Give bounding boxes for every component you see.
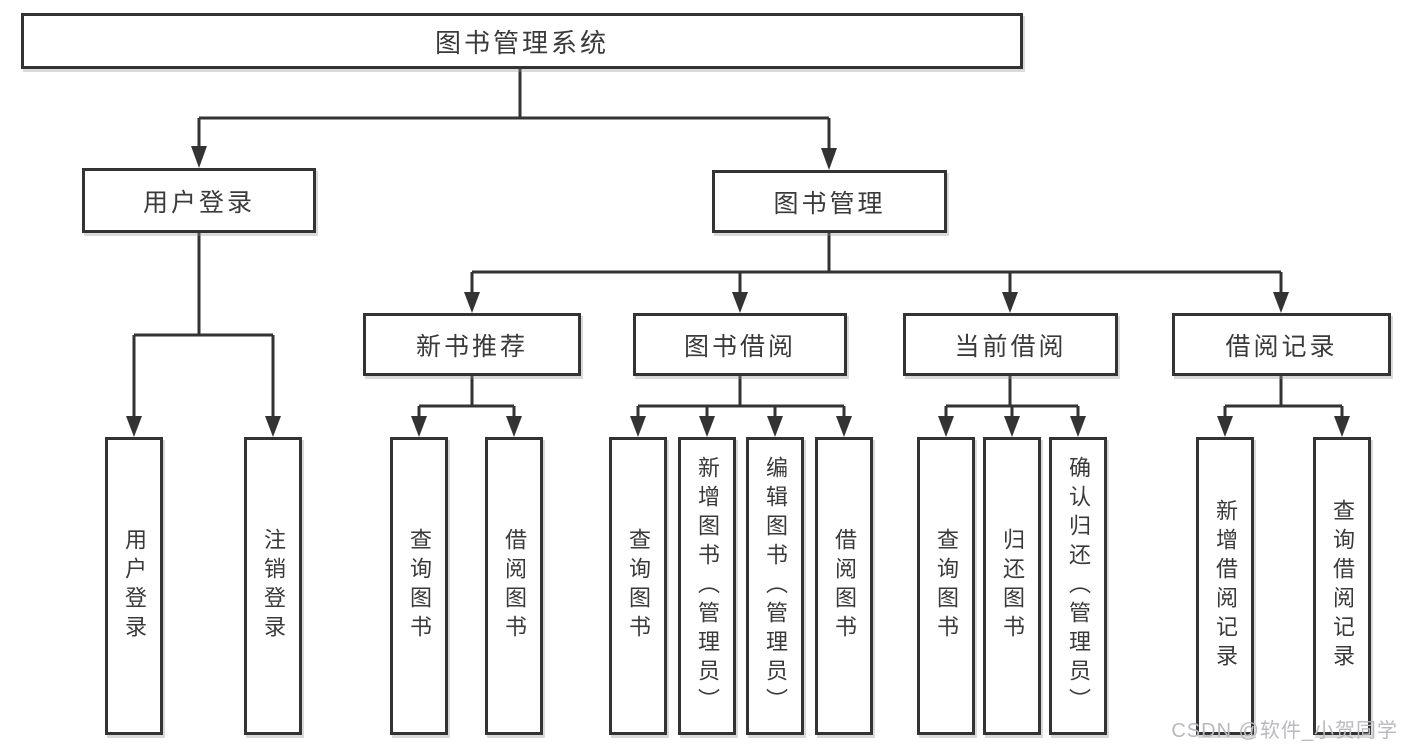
leaf-borrow-books-recommend: 借阅图书 [485, 437, 543, 735]
connector-borrow-records-children [1223, 376, 1344, 416]
leaf-query-books-recommend: 查询图书 [390, 437, 448, 735]
node-user-login: 用户登录 [82, 168, 316, 233]
leaf-label: 确认归还（管理员） [1066, 455, 1091, 717]
connector-user-login-children [132, 233, 275, 416]
csdn-watermark: CSDN @软件_小贺同学 [1171, 720, 1398, 742]
leaf-add-books-admin: 新增图书（管理员） [678, 437, 736, 735]
leaf-label: 借阅图书 [502, 528, 527, 644]
leaf-label: 新增图书（管理员） [695, 455, 720, 717]
node-book-management: 图书管理 [712, 170, 947, 233]
node-new-book-recommend: 新书推荐 [363, 313, 581, 376]
leaf-label: 注销登录 [261, 528, 286, 644]
node-current-borrow: 当前借阅 [903, 313, 1118, 376]
node-book-borrow: 图书借阅 [633, 313, 847, 376]
leaf-label: 新增借阅记录 [1213, 499, 1238, 673]
connector-root-to-level2 [197, 69, 831, 149]
leaf-label: 查询图书 [934, 528, 959, 644]
connector-book-borrow-children [636, 376, 846, 416]
leaf-label: 编辑图书（管理员） [763, 455, 788, 717]
connector-book-mgmt-children [470, 233, 1283, 292]
connector-current-borrow-children [944, 376, 1080, 416]
leaf-label: 用户登录 [122, 528, 147, 644]
leaf-query-borrow-record: 查询借阅记录 [1313, 437, 1371, 735]
node-root-system: 图书管理系统 [21, 13, 1023, 69]
leaf-query-books-current: 查询图书 [917, 437, 975, 735]
leaf-user-login: 用户登录 [105, 437, 163, 735]
leaf-logout: 注销登录 [244, 437, 302, 735]
leaf-label: 借阅图书 [832, 528, 857, 644]
leaf-label: 归还图书 [1000, 528, 1025, 644]
node-borrow-records: 借阅记录 [1172, 313, 1391, 376]
leaf-return-books: 归还图书 [983, 437, 1041, 735]
connector-new-book-children [417, 376, 516, 416]
leaf-label: 查询图书 [407, 528, 432, 644]
leaf-borrow-books: 借阅图书 [815, 437, 873, 735]
leaf-label: 查询借阅记录 [1330, 499, 1355, 673]
leaf-confirm-return-admin: 确认归还（管理员） [1049, 437, 1107, 735]
leaf-add-borrow-record: 新增借阅记录 [1196, 437, 1254, 735]
leaf-label: 查询图书 [626, 528, 651, 644]
leaf-edit-books-admin: 编辑图书（管理员） [746, 437, 804, 735]
leaf-query-books-borrow: 查询图书 [609, 437, 667, 735]
